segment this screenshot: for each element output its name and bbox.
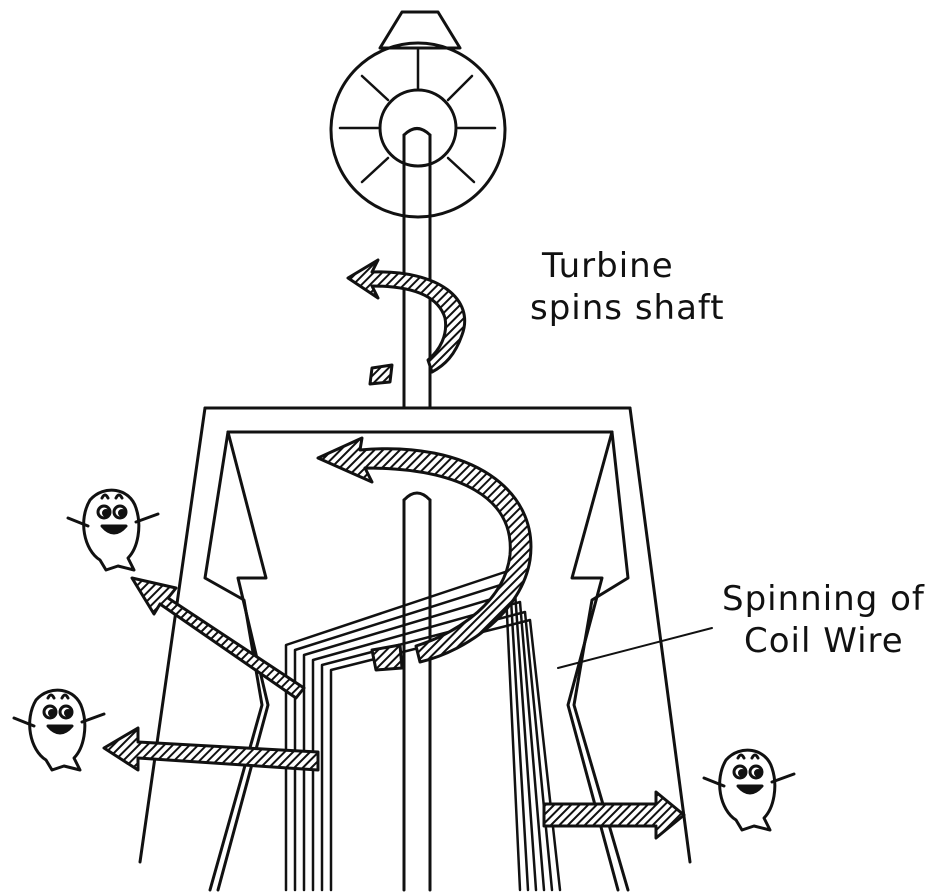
turbine-wheel-icon (329, 10, 507, 219)
rotation-arrow-icon (316, 258, 533, 672)
electron-creature-icon (12, 488, 796, 832)
turbine-label: Turbine spins shaft (530, 245, 725, 329)
generator-housing (138, 406, 692, 892)
coil-label: Spinning of Coil Wire (722, 578, 925, 662)
coil-label-line1: Spinning of (722, 579, 925, 619)
coil-wire (284, 570, 562, 892)
coil-label-leader (557, 627, 713, 669)
coil-label-line2: Coil Wire (744, 621, 904, 661)
straight-arrow-icon (102, 576, 686, 840)
shaft (402, 127, 432, 892)
turbine-label-line2: spins shaft (530, 288, 725, 328)
turbine-label-line1: Turbine (542, 246, 674, 286)
